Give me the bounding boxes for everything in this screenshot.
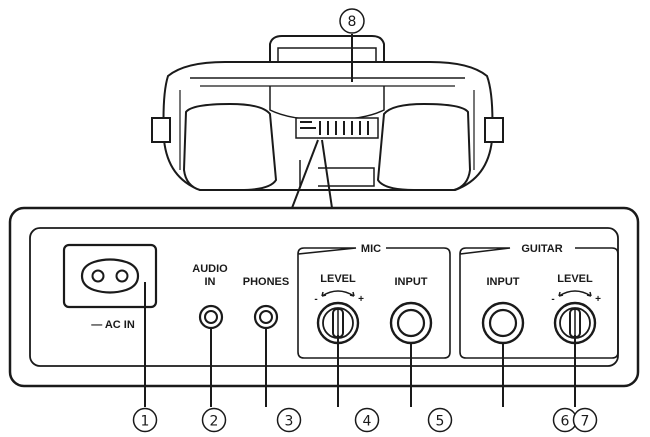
svg-text:8: 8	[348, 14, 357, 30]
guitar-level-arrow	[558, 290, 592, 297]
callout-8: 8	[339, 8, 365, 82]
audio-in-label: AUDIO	[192, 263, 228, 275]
svg-text:5: 5	[436, 414, 445, 430]
boombox-rear-view	[151, 35, 504, 191]
callout-leaders	[144, 282, 576, 407]
phones-label: PHONES	[243, 276, 289, 288]
ac-in-socket	[62, 243, 158, 309]
svg-text:4: 4	[363, 414, 372, 430]
mic-group: MIC	[297, 243, 451, 359]
svg-text:+: +	[358, 294, 364, 305]
svg-text:6: 6	[561, 414, 570, 430]
svg-text:+: +	[595, 294, 601, 305]
callout-7: 7	[572, 407, 598, 433]
svg-text:2: 2	[210, 414, 219, 430]
svg-text:7: 7	[581, 414, 590, 430]
guitar-label: GUITAR	[521, 243, 562, 255]
svg-text:-: -	[314, 294, 317, 305]
zoom-panel-frame	[8, 206, 640, 388]
mic-label: MIC	[361, 243, 381, 255]
audio-in-label-2: IN	[205, 276, 216, 288]
guitar-group: GUITAR	[459, 243, 619, 359]
guitar-level-label: LEVEL	[557, 273, 593, 285]
svg-text:-: -	[551, 294, 554, 305]
guitar-input-label: INPUT	[487, 276, 520, 288]
callout-3: 3	[276, 407, 302, 433]
svg-text:1: 1	[141, 414, 150, 430]
callout-numbers: 1 2 3 4 5 6 7	[132, 407, 598, 433]
zoom-leader-lines	[291, 139, 333, 209]
callout-5: 5	[427, 407, 453, 433]
svg-text:3: 3	[285, 414, 294, 430]
callout-1: 1	[132, 407, 158, 433]
mic-input-label: INPUT	[395, 276, 428, 288]
mic-level-arrow	[321, 290, 355, 297]
callout-2: 2	[201, 407, 227, 433]
ac-in-label: — AC IN	[91, 319, 135, 331]
callout-4: 4	[354, 407, 380, 433]
mic-level-label: LEVEL	[320, 273, 356, 285]
